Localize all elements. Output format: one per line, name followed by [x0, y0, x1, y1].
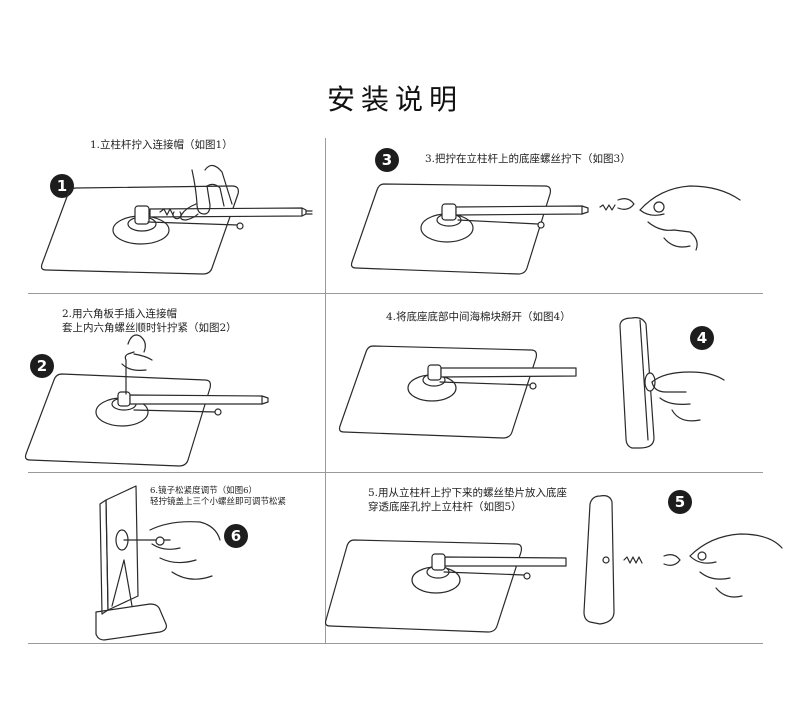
base-plate-icon: [24, 373, 212, 467]
page-title: 安装说明: [326, 83, 463, 116]
step-1-badge: 1: [50, 174, 74, 198]
base-plate-icon: [95, 559, 167, 641]
hand-icon: [180, 164, 233, 221]
screw-icon: [159, 208, 182, 220]
pole-icon: [443, 556, 567, 580]
step-2-caption-line-2: 套上内六角螺丝顺时针拧紧（如图2）: [62, 322, 237, 334]
screw-icon: [623, 554, 681, 566]
step-5-badge: 5: [668, 490, 692, 514]
mirror-icon: [99, 485, 139, 615]
pole-icon: [439, 367, 577, 390]
mirror-icon: [619, 317, 656, 449]
hand-icon: [639, 185, 741, 251]
step-2-badge: 2: [30, 354, 54, 378]
divider-row-1: [28, 293, 763, 294]
step-3-badge: 3: [375, 148, 399, 172]
mirror-icon: [583, 495, 615, 625]
step-2-caption-line-1: 2.用六角板手插入连接帽: [62, 308, 178, 320]
pole-icon: [147, 207, 313, 230]
step-6-caption-line-2: 轻拧镜盖上三个小螺丝即可调节松紧: [150, 497, 287, 507]
divider-row-3: [28, 643, 763, 644]
base-plate-icon: [324, 539, 523, 633]
base-plate-icon: [350, 183, 552, 275]
step-6-caption-line-1: 6.镜子松紧度调节（如图6）: [150, 486, 258, 496]
hand-icon: [149, 521, 221, 580]
step-4-caption: 4.将底座底部中间海棉块掰开（如图4）: [386, 311, 571, 323]
base-plate-icon: [40, 185, 239, 275]
pole-icon: [455, 205, 589, 229]
step-4-badge: 4: [690, 326, 714, 350]
divider-row-2: [28, 472, 763, 473]
hex-key-icon: [124, 351, 135, 395]
hand-icon: [651, 371, 725, 422]
divider-column: [325, 138, 326, 643]
step-3-caption: 3.把拧在立柱杆上的底座螺丝拧下（如图3）: [425, 153, 631, 165]
step-5-caption-line-2: 穿透底座孔拧上立柱杆（如图5）: [368, 501, 522, 513]
step-5-caption-line-1: 5.用从立柱杆上拧下来的螺丝垫片放入底座: [368, 487, 568, 499]
screw-icon: [599, 198, 635, 211]
hand-icon: [121, 334, 153, 371]
hand-icon: [689, 533, 783, 598]
base-plate-icon: [338, 345, 538, 439]
step-1-caption: 1.立柱杆拧入连接帽（如图1）: [90, 139, 233, 151]
pole-icon: [129, 394, 269, 416]
step-6-badge: 6: [224, 524, 248, 548]
